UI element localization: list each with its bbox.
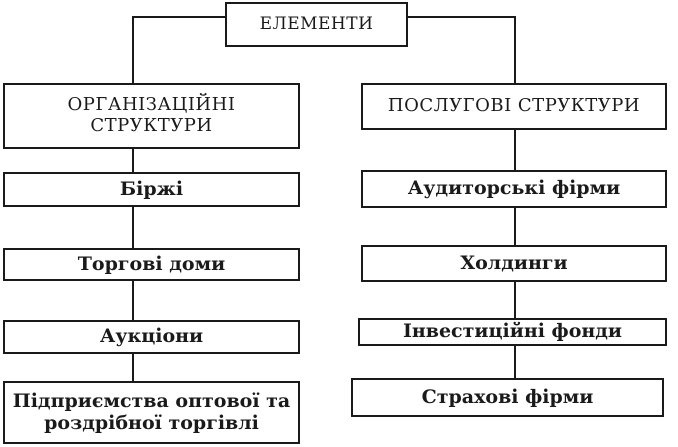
- insurance-firms-box: Страхові фірми: [351, 378, 664, 417]
- investment-funds-label: Інвестиційні фонди: [402, 320, 623, 343]
- insurance-firms-label: Страхові фірми: [421, 385, 594, 408]
- auctions-box: Аукціони: [3, 320, 300, 354]
- auctions-label: Аукціони: [99, 325, 204, 348]
- holdings-label: Холдинги: [460, 251, 568, 274]
- connector-root-right: [408, 16, 516, 83]
- audit-firms-box: Аудиторські фірми: [361, 170, 667, 208]
- wholesale-retail-enterprises-label: Підприємства оптової та роздрібної торгі…: [12, 389, 291, 434]
- service-structures-box: ПОСЛУГОВІ СТРУКТУРИ: [361, 83, 667, 130]
- root-box: ЕЛЕМЕНТИ: [225, 2, 408, 47]
- connector-root-left: [132, 16, 225, 83]
- organizational-structures-label: ОРГАНІЗАЦІЙНІ СТРУКТУРИ: [67, 94, 236, 136]
- audit-firms-label: Аудиторські фірми: [407, 177, 621, 200]
- trading-houses-label: Торгові доми: [77, 252, 226, 275]
- investment-funds-box: Інвестиційні фонди: [358, 318, 667, 346]
- service-structures-label: ПОСЛУГОВІ СТРУКТУРИ: [387, 95, 641, 117]
- exchanges-box: Біржі: [3, 172, 300, 207]
- exchanges-label: Біржі: [119, 177, 184, 200]
- wholesale-retail-enterprises-box: Підприємства оптової та роздрібної торгі…: [3, 381, 300, 444]
- holdings-box: Холдинги: [361, 245, 667, 282]
- root-label: ЕЛЕМЕНТИ: [259, 13, 374, 34]
- trading-houses-box: Торгові доми: [3, 248, 300, 281]
- organizational-structures-box: ОРГАНІЗАЦІЙНІ СТРУКТУРИ: [3, 83, 300, 149]
